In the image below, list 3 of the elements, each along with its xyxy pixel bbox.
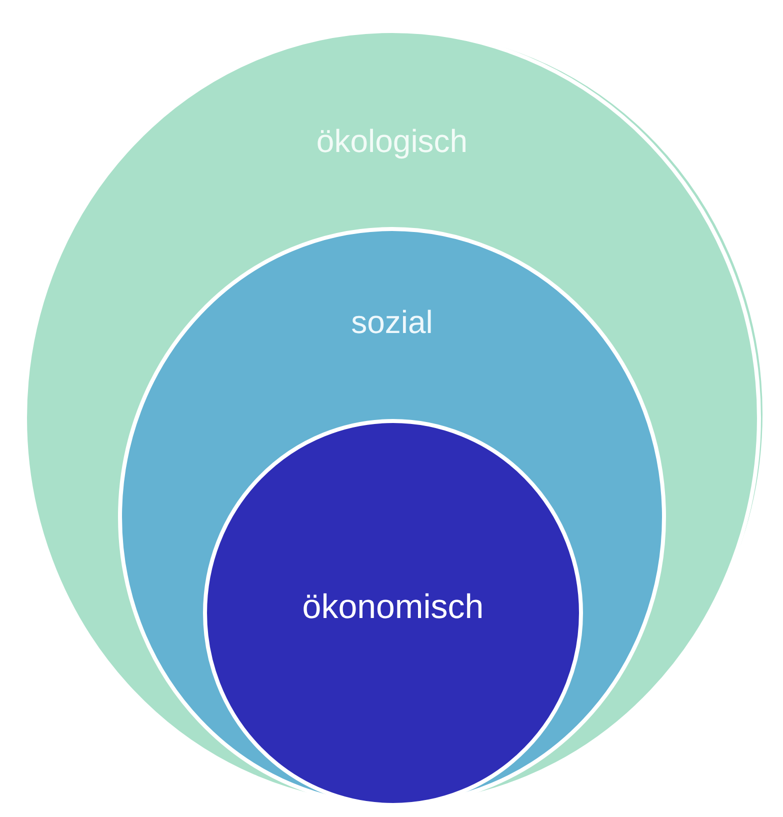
ellipse-label: sozial [351, 304, 433, 341]
ellipse-label: ökologisch [316, 123, 468, 160]
ellipse-label: ökonomisch [302, 588, 484, 627]
